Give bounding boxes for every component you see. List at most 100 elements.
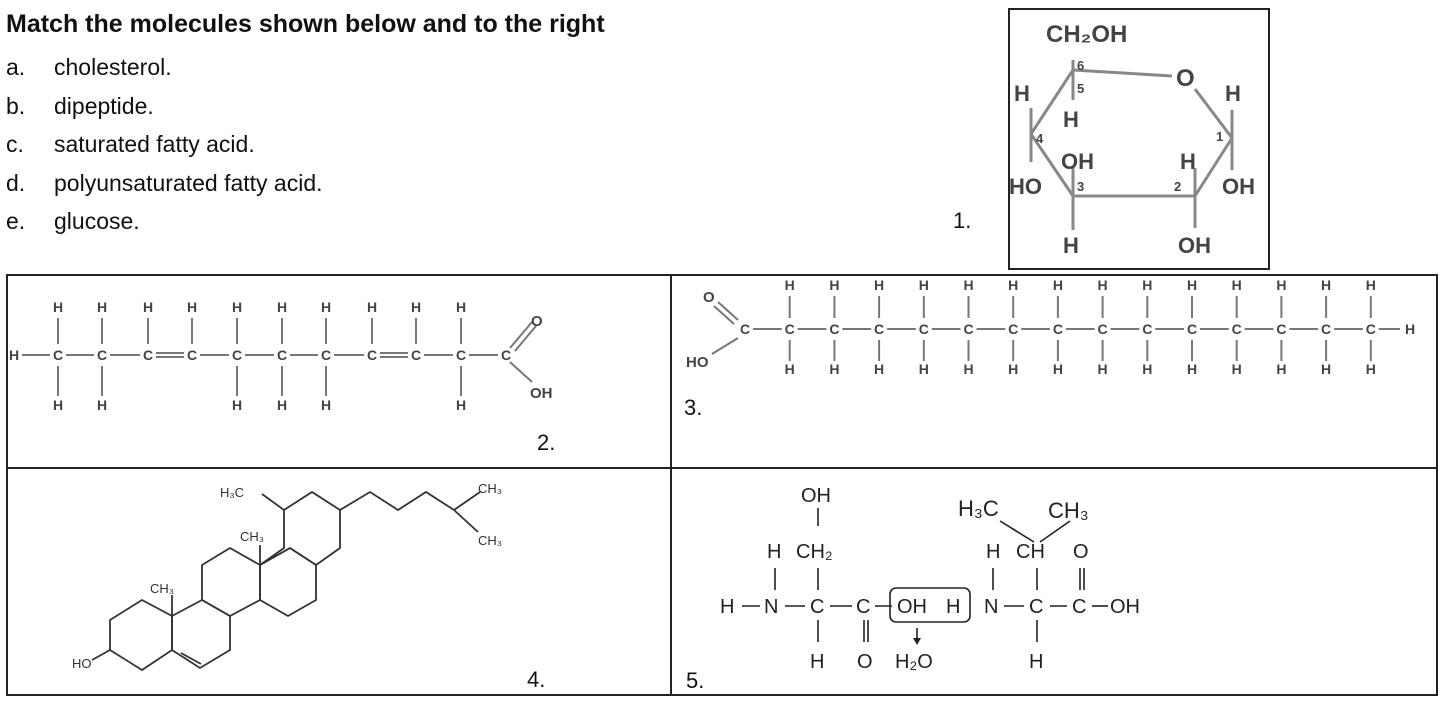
saturated-number: 3. — [684, 395, 703, 420]
chain-atom: C — [874, 321, 884, 337]
option-a: a.cholesterol. — [6, 50, 323, 89]
chain-atom: H — [1142, 361, 1152, 377]
glucose-sub: HO — [1009, 174, 1042, 199]
glucose-ring-oxygen: O — [1176, 65, 1195, 92]
chain-atom: H — [829, 361, 839, 377]
chain-atom: C — [1321, 321, 1331, 337]
chain-atom: H — [874, 361, 884, 377]
chain-atom: H — [456, 397, 466, 413]
chol-ho: HO — [72, 656, 92, 671]
chain-atom: H — [321, 299, 331, 315]
chain-atom: C — [97, 347, 107, 363]
dp-h-n: H — [720, 596, 734, 618]
question-title: Match the molecules shown below and to t… — [6, 10, 605, 38]
chain-atom: C — [1098, 321, 1108, 337]
chain-atom: C — [501, 347, 511, 363]
chain-atom: H — [1366, 277, 1376, 293]
chain-atom: C — [1053, 321, 1063, 337]
dp-ch3: CH₃ — [1048, 498, 1089, 523]
option-letter: b. — [6, 92, 26, 119]
chain-atom: H — [1276, 277, 1286, 293]
glucose-number: 1. — [953, 208, 972, 233]
dp-oh-top: OH — [801, 485, 831, 507]
bond-line — [717, 301, 739, 321]
glucose-carbon-number: 5 — [1077, 81, 1084, 96]
chol-ch3: CH₃ — [478, 481, 502, 496]
chol-ch3: CH₃ — [240, 529, 264, 544]
chain-atom: H — [1008, 277, 1018, 293]
glucose-sub: OH — [1222, 174, 1255, 199]
grid-horizontal-divider — [6, 467, 1438, 469]
puf-oh: OH — [530, 385, 553, 402]
chain-atom: C — [53, 347, 63, 363]
chain-atom: H — [97, 299, 107, 315]
option-c: c.saturated fatty acid. — [6, 127, 323, 166]
chain-atom: H — [785, 277, 795, 293]
option-text: glucose. — [54, 208, 140, 234]
chain-atom: H — [411, 299, 421, 315]
chain-atom: H — [1405, 321, 1415, 337]
chain-atom: H — [1321, 361, 1331, 377]
chain-atom: H — [277, 397, 287, 413]
option-letter: c. — [6, 131, 24, 157]
chain-atom: H — [277, 299, 287, 315]
dp-c2: C — [856, 596, 870, 618]
chain-atom: C — [829, 321, 839, 337]
option-text: cholesterol. — [54, 54, 172, 80]
chain-atom: H — [232, 397, 242, 413]
chain-atom: C — [1276, 321, 1286, 337]
option-b: b.dipeptide. — [6, 89, 323, 128]
bond-line — [711, 337, 739, 355]
chain-atom: H — [874, 277, 884, 293]
glucose-sub: H — [1063, 107, 1079, 132]
molecules-grid-frame — [6, 274, 1438, 696]
dp-oh-end: OH — [1110, 596, 1140, 618]
glucose-carbon-number: 1 — [1216, 129, 1223, 144]
chain-atom: H — [963, 277, 973, 293]
dp-h-left: H — [767, 541, 781, 563]
chain-atom: H — [919, 361, 929, 377]
chol-ch3: CH₃ — [478, 533, 502, 548]
grid-vertical-divider — [670, 274, 672, 696]
chain-atom: C — [1366, 321, 1376, 337]
chain-atom: H — [1366, 361, 1376, 377]
dp-o-top: O — [1073, 541, 1089, 563]
dipeptide-arrow — [913, 638, 921, 645]
chain-atom: C — [963, 321, 973, 337]
chain-atom: C — [1232, 321, 1242, 337]
chain-atom: H — [919, 277, 929, 293]
chain-atom: H — [1053, 277, 1063, 293]
chain-atom: H — [829, 277, 839, 293]
glucose-sub: OH — [1178, 233, 1211, 258]
chain-atom: H — [1098, 277, 1108, 293]
chain-atom: H — [1187, 361, 1197, 377]
glucose-carbon-number: 6 — [1077, 58, 1084, 73]
glucose-carbon-number: 2 — [1174, 179, 1181, 194]
glucose-carbon-number: 4 — [1036, 131, 1044, 146]
chain-atom: C — [232, 347, 242, 363]
dipeptide-bonds — [742, 508, 1108, 642]
chain-atom: C — [321, 347, 331, 363]
glucose-carbon-number: 3 — [1077, 179, 1084, 194]
option-letter: d. — [6, 169, 26, 196]
option-letter: e. — [6, 208, 26, 234]
chain-atom: H — [456, 299, 466, 315]
chain-atom: C — [1142, 321, 1152, 337]
chain-atom: H — [53, 397, 63, 413]
dp-c1: C — [810, 596, 824, 618]
chain-atom: C — [277, 347, 287, 363]
chain-atom: H — [97, 397, 107, 413]
dp-oh-box: OH — [897, 596, 927, 618]
sat-ho: HO — [686, 354, 709, 371]
chain-atom: C — [1008, 321, 1018, 337]
chain-atom: H — [321, 397, 331, 413]
glucose-sub: OH — [1061, 149, 1094, 174]
glucose-sub: H — [1180, 149, 1196, 174]
chain-atom: C — [919, 321, 929, 337]
dp-h-bottom2: H — [1029, 651, 1043, 673]
chain-atom: H — [1053, 361, 1063, 377]
bond-line — [713, 305, 735, 325]
sat-o: O — [703, 289, 715, 306]
